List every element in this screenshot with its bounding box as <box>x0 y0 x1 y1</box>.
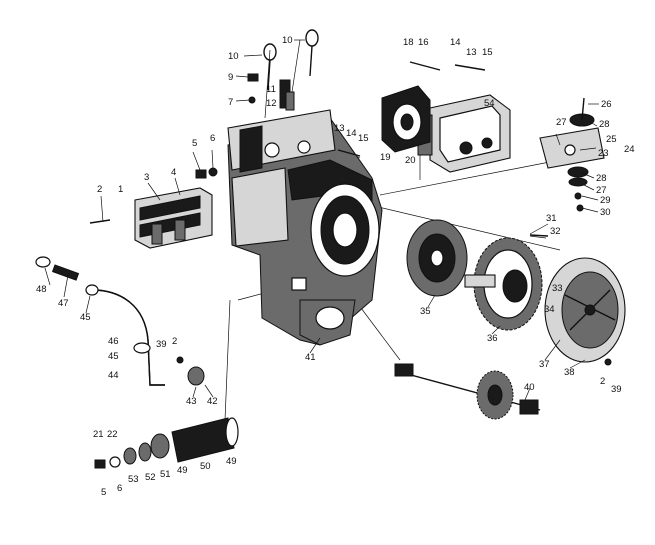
callout-label: 23 <box>598 148 609 159</box>
gear-36 <box>464 237 543 331</box>
callout-label: 50 <box>200 461 211 472</box>
callout-label: 28 <box>599 119 610 130</box>
eye-bolts-10 <box>263 29 319 91</box>
callout-label: 12 <box>266 98 277 109</box>
callout-label: 54 <box>484 98 495 109</box>
callout-label: 30 <box>600 207 611 218</box>
callout-label: 15 <box>358 133 369 144</box>
hydraulic-pump-54 <box>417 94 511 173</box>
callout-label: 49 <box>177 465 188 476</box>
callout-label: 40 <box>524 382 535 393</box>
callout-label: 43 <box>186 396 197 407</box>
callout-label: 14 <box>450 37 461 48</box>
callout-leaders <box>44 39 599 401</box>
mounting-bracket <box>539 97 605 212</box>
callout-label: 35 <box>420 306 431 317</box>
callout-label: 11 <box>266 84 276 95</box>
output-shaft-40 <box>394 363 541 420</box>
callout-labels: 10 10 9 7 11 12 5 6 18 16 14 13 15 54 13… <box>36 35 635 498</box>
callout-label: 26 <box>601 99 612 110</box>
main-transmission-housing <box>227 79 383 346</box>
fasteners <box>89 61 612 366</box>
callout-label: 16 <box>418 37 429 48</box>
callout-label: 5 <box>192 138 197 149</box>
callout-label: 27 <box>596 185 607 196</box>
pump-flange-assembly <box>381 85 431 153</box>
oil-pipe <box>35 256 205 386</box>
filter-assembly-50 <box>94 417 239 469</box>
callout-label: 6 <box>117 483 122 494</box>
callout-label: 47 <box>58 298 69 309</box>
callout-label: 46 <box>108 336 119 347</box>
callout-label: 31 <box>546 213 557 224</box>
callout-label: 39 <box>156 339 167 350</box>
callout-label: 42 <box>207 396 218 407</box>
callout-label: 3 <box>144 172 149 183</box>
callout-label: 53 <box>128 474 139 485</box>
callout-label: 51 <box>160 469 171 480</box>
callout-label: 14 <box>346 128 357 139</box>
callout-label: 2 <box>97 184 102 195</box>
callout-label: 2 <box>600 376 605 387</box>
callout-label: 32 <box>550 226 561 237</box>
control-valve-assembly <box>134 187 213 249</box>
callout-label: 45 <box>108 351 119 362</box>
callout-label: 39 <box>611 384 622 395</box>
callout-label: 6 <box>210 133 215 144</box>
callout-label: 18 <box>403 37 414 48</box>
callout-label: 19 <box>380 152 391 163</box>
callout-label: 33 <box>552 283 563 294</box>
callout-label: 2 <box>172 336 177 347</box>
callout-label: 10 <box>282 35 293 46</box>
end-cover-38 <box>544 257 626 363</box>
callout-label: 37 <box>539 359 550 370</box>
callout-label: 13 <box>466 47 477 58</box>
callout-label: 15 <box>482 47 493 58</box>
callout-label: 25 <box>606 134 617 145</box>
callout-label: 20 <box>405 155 416 166</box>
callout-label: 13 <box>334 123 345 134</box>
callout-label: 24 <box>624 144 635 155</box>
callout-label: 29 <box>600 195 611 206</box>
callout-label: 1 <box>118 184 123 195</box>
callout-label: 36 <box>487 333 498 344</box>
callout-label: 7 <box>228 97 233 108</box>
callout-label: 4 <box>171 167 176 178</box>
callout-label: 9 <box>228 72 233 83</box>
callout-label: 5 <box>101 487 106 498</box>
callout-label: 10 <box>228 51 239 62</box>
callout-label: 22 <box>107 429 118 440</box>
callout-label: 52 <box>145 472 156 483</box>
callout-label: 48 <box>36 284 47 295</box>
callout-label: 41 <box>305 352 316 363</box>
callout-label: 34 <box>544 304 555 315</box>
callout-label: 45 <box>80 312 91 323</box>
callout-label: 28 <box>596 173 607 184</box>
callout-label: 21 <box>93 429 104 440</box>
callout-label: 44 <box>108 370 119 381</box>
callout-label: 38 <box>564 367 575 378</box>
callout-label: 27 <box>556 117 567 128</box>
callout-label: 49 <box>226 456 237 467</box>
clutch-disc-35 <box>406 219 468 297</box>
